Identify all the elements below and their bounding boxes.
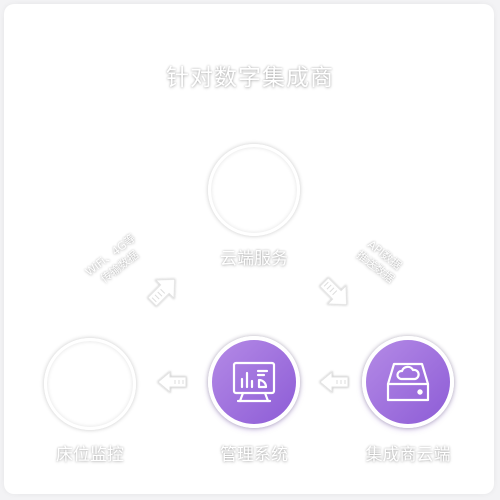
monitor-chart-icon [229, 357, 279, 407]
integrator-cloud-label: 集成商云端 [365, 445, 451, 465]
management-system-label: 管理系统 [220, 445, 288, 465]
cloud-storage-icon [382, 356, 434, 408]
cloud-service-label: 云端服务 [220, 249, 288, 269]
bed-monitor-label: 床位监控 [56, 445, 124, 465]
arrow-up-right-icon [147, 278, 176, 307]
management-system-node [208, 336, 300, 428]
arrow-left-icon [157, 370, 187, 394]
bed-monitor-node [44, 338, 136, 430]
cloud-service-node [208, 144, 300, 236]
arrow-down-right-icon [319, 277, 348, 306]
arrow-left-icon [319, 370, 349, 394]
integrator-cloud-node [362, 336, 454, 428]
diagram-title: 针对数字集成商 [166, 65, 334, 91]
